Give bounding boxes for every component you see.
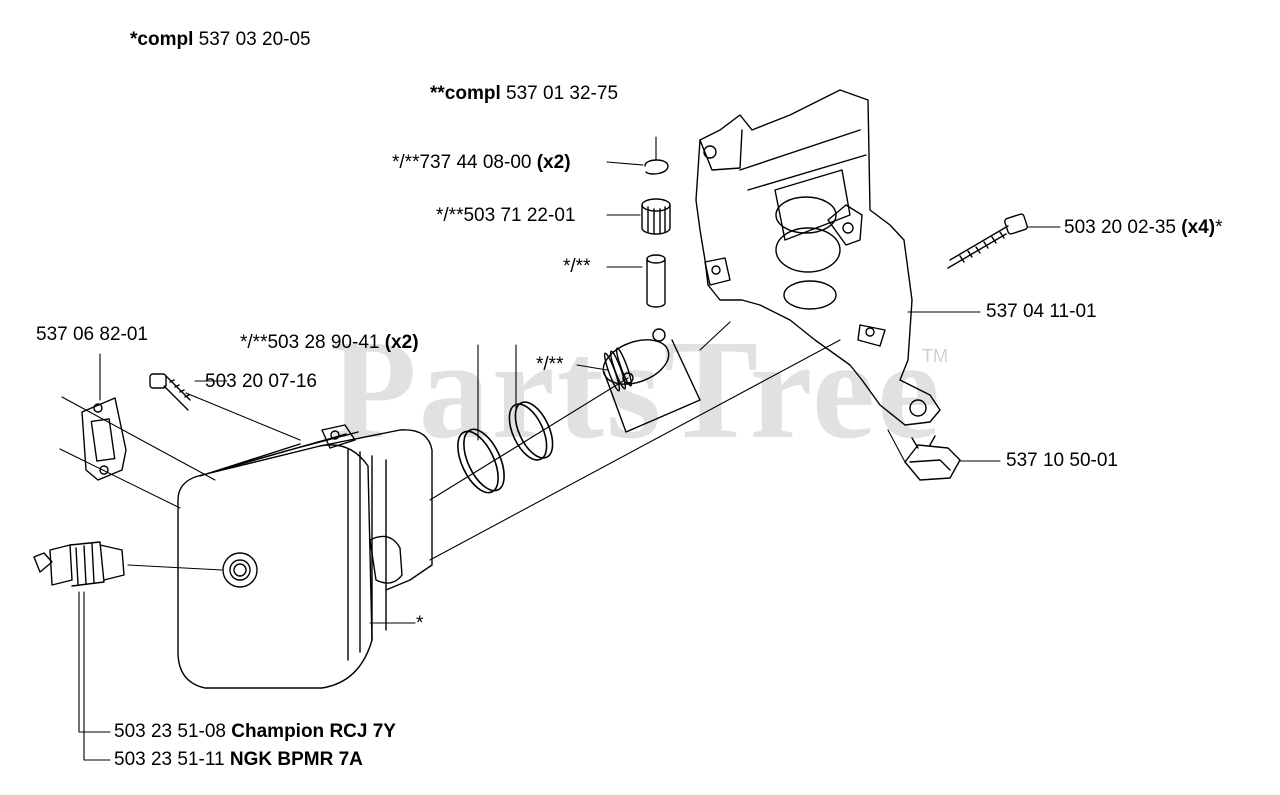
piston-pin [646, 254, 666, 308]
label-piston-ring-number: */**503 28 90-41 [240, 332, 380, 353]
nut [904, 435, 961, 481]
leader-lines [59, 136, 1061, 761]
piston-rings [457, 401, 554, 494]
label-needle-bearing: */**503 71 22-01 [436, 205, 576, 226]
label-piston-ring: */**503 28 90-41 (x2) [240, 333, 419, 352]
watermark-tm: TM [922, 346, 948, 366]
label-gasket: 537 06 82-01 [36, 324, 148, 345]
needle-bearing [641, 198, 671, 235]
piston [602, 328, 701, 433]
label-complete-cylinder-number: 537 03 20-05 [198, 29, 311, 50]
label-nut: 537 10 50-01 [1006, 450, 1118, 471]
label-cylinder-screw: 503 20 07-16 [205, 371, 317, 392]
circlip [644, 159, 669, 175]
label-spark-plug-ngk: 503 23 51-11 NGK BPMR 7A [114, 750, 363, 769]
label-spark-plug-champion-number: 503 23 51-08 [114, 721, 226, 742]
label-crankcase-screw-suffix: * [1215, 217, 1223, 238]
crankcase-screw [947, 213, 1028, 269]
label-piston-ring-qty: (x2) [384, 332, 419, 353]
label-piston: */** [536, 354, 564, 375]
label-crankcase: 537 04 11-01 [986, 301, 1097, 322]
label-crankcase-screw: 503 20 02-35 (x4)* [1064, 218, 1222, 237]
label-spark-plug-champion: 503 23 51-08 Champion RCJ 7Y [114, 722, 396, 741]
label-spark-plug-champion-name: Champion RCJ 7Y [231, 721, 396, 742]
label-complete-piston-prefix: **compl [430, 83, 501, 104]
label-spark-plug-ngk-name: NGK BPMR 7A [229, 749, 363, 770]
label-complete-cylinder: *compl 537 03 20-05 [130, 30, 311, 49]
label-complete-cylinder-prefix: *compl [130, 29, 194, 50]
cylinder [177, 424, 433, 689]
cylinder-screw [149, 373, 191, 411]
label-spark-plug-ngk-number: 503 23 51-11 [114, 749, 225, 770]
label-circlip-qty: (x2) [536, 152, 571, 173]
label-piston-pin: */** [563, 256, 591, 277]
label-complete-piston-number: 537 01 32-75 [506, 83, 619, 104]
label-circlip-number: */**737 44 08-00 [392, 152, 532, 173]
label-crankcase-screw-number: 503 20 02-35 [1064, 217, 1176, 238]
label-cylinder: * [416, 613, 424, 634]
label-complete-piston: **compl 537 01 32-75 [430, 84, 618, 103]
spark-plug [33, 541, 125, 587]
label-crankcase-screw-qty: (x4) [1181, 217, 1216, 238]
gasket [81, 397, 127, 481]
label-circlip: */**737 44 08-00 (x2) [392, 153, 571, 172]
crankcase [695, 89, 941, 426]
